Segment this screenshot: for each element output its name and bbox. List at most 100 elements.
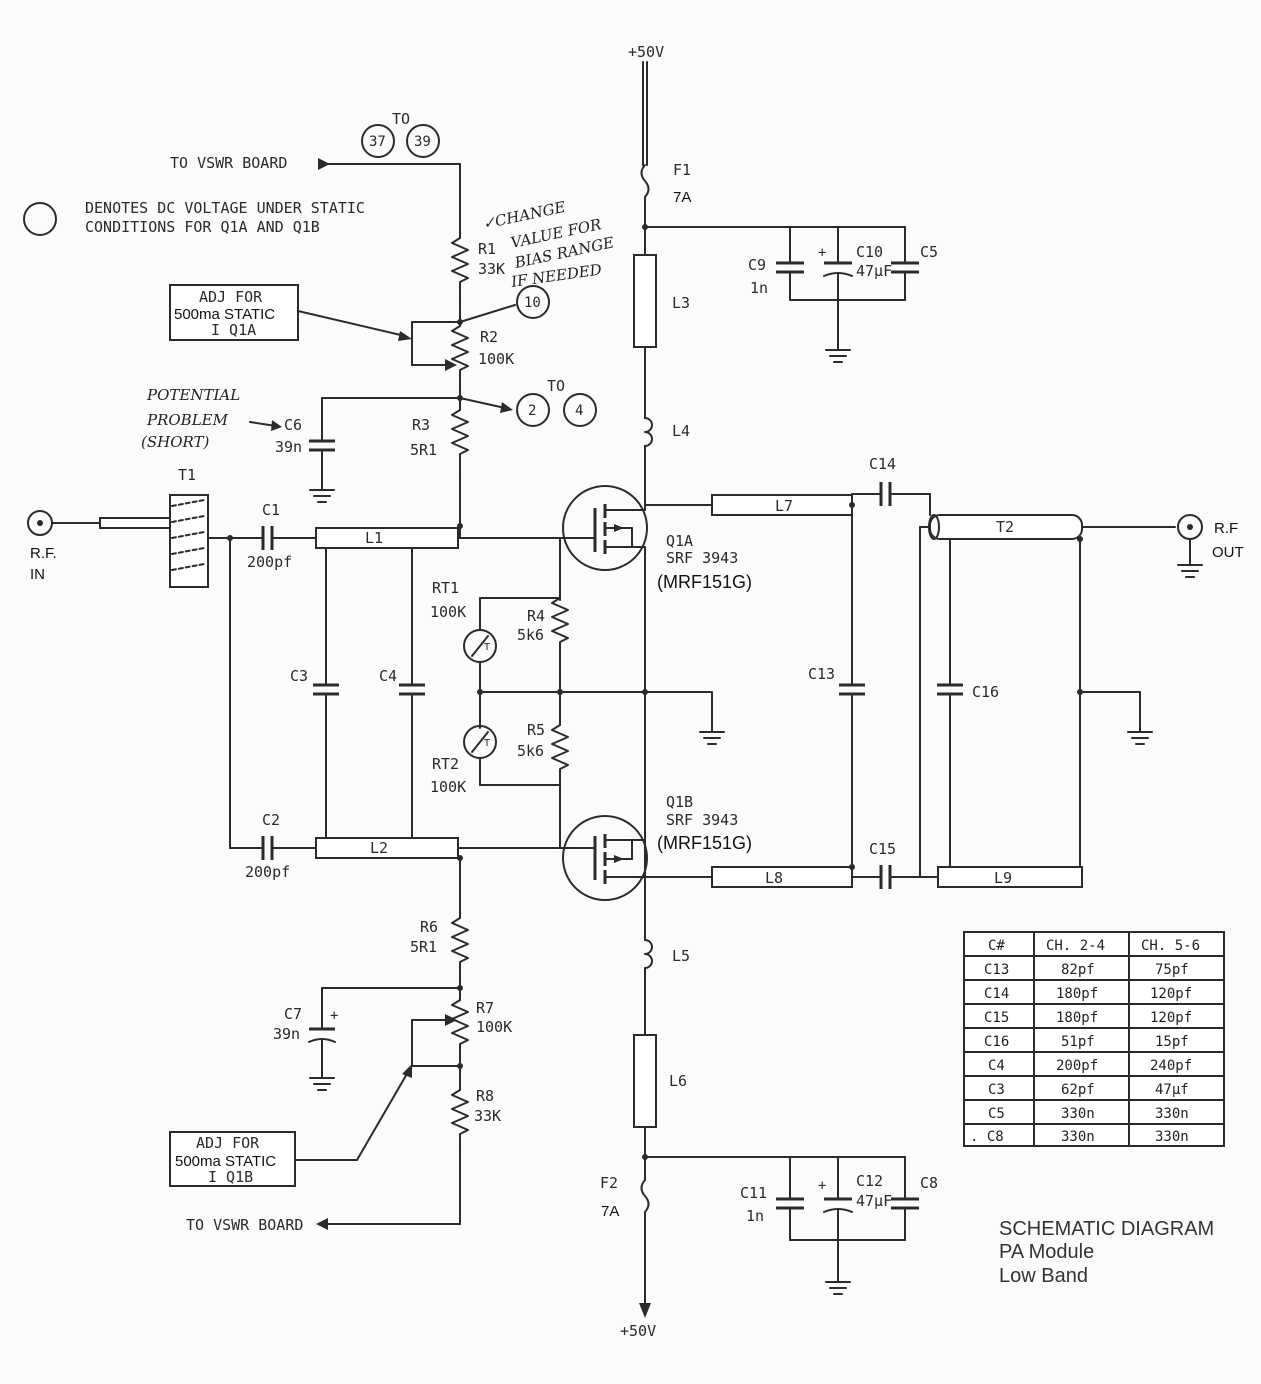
table-cell: C5 <box>988 1106 1005 1122</box>
note-circle-icon <box>23 202 57 236</box>
svg-text:T: T <box>484 642 490 653</box>
c7-plus: + <box>330 1008 338 1024</box>
q1b-symbol <box>562 815 648 901</box>
rt2-value: 100K <box>430 778 466 796</box>
supply-bottom-label: +50V <box>620 1322 656 1340</box>
inductor-l3 <box>633 254 657 348</box>
c7-label: C7 <box>284 1005 302 1023</box>
r2-label: R2 <box>480 328 498 346</box>
table-cell: 75pf <box>1155 962 1189 978</box>
resistor-r6 <box>451 917 469 983</box>
r4-value: 5k6 <box>517 626 544 644</box>
table-cell: C16 <box>984 1034 1009 1050</box>
r4-label: R4 <box>527 607 545 625</box>
c10-label: C10 <box>856 243 883 261</box>
c12-plus: + <box>818 1178 826 1194</box>
table-cell: 330n <box>1061 1129 1095 1145</box>
resistor-r5 <box>551 724 569 786</box>
top-decoupling: + C9 1n C10 47µF C5 <box>642 224 938 363</box>
f1-value: 7A <box>673 189 691 206</box>
note: DENOTES DC VOLTAGE UNDER STATIC CONDITIO… <box>23 199 365 236</box>
output-section: L7 C14 L8 C15 C13 T2 R.F <box>644 455 1244 889</box>
table-cell: 240pf <box>1150 1058 1192 1074</box>
table-cell: 82pf <box>1061 962 1095 978</box>
rf-out-label-1: R.F <box>1214 520 1238 537</box>
transistor-q1a: Q1A SRF 3943 (MRF151G) <box>562 485 752 693</box>
table-cell: 15pf <box>1155 1034 1189 1050</box>
inductor-l6 <box>633 1034 657 1128</box>
svg-text:T: T <box>484 738 490 749</box>
node-circle-10 <box>516 285 550 319</box>
input-section: R.F. IN T1 C1 200pf C2 200pf L1 L2 C3 <box>27 466 566 881</box>
c1-label: C1 <box>262 501 280 519</box>
adj-top-line1: ADJ FOR <box>199 288 263 306</box>
r3-value: 5R1 <box>410 441 437 459</box>
rt1-label: RT1 <box>432 579 459 597</box>
c12-label: C12 <box>856 1172 883 1190</box>
vswr-top-label: TO VSWR BOARD <box>170 154 287 172</box>
fuse-f1 <box>640 164 650 198</box>
t2-label: T2 <box>996 518 1014 536</box>
c15-label: C15 <box>869 840 896 858</box>
adj-top-line3: I Q1A <box>211 321 256 339</box>
caption-line2: PA Module <box>999 1241 1094 1263</box>
rf-in-label-1: R.F. <box>30 545 57 562</box>
c14-label: C14 <box>869 455 896 473</box>
q1a-symbol <box>562 485 648 571</box>
c11-value: 1n <box>746 1207 764 1225</box>
l3-label: L3 <box>672 294 690 312</box>
table-cell: 330n <box>1155 1106 1189 1122</box>
c16-label: C16 <box>972 683 999 701</box>
r2-value: 100K <box>478 350 514 368</box>
node-10: 10 <box>524 295 541 311</box>
c2-label: C2 <box>262 811 280 829</box>
capacitor-value-table: C# CH. 2-4 CH. 5-6 C13 82pf 75pf C14 180… <box>963 931 1225 1147</box>
resistor-r8 <box>451 1089 469 1153</box>
c8-label: C8 <box>920 1174 938 1192</box>
adj-bottom-line3: I Q1B <box>208 1168 253 1186</box>
vswr-bottom-label: TO VSWR BOARD <box>186 1216 303 1234</box>
table-cell: 47µf <box>1155 1082 1189 1098</box>
stripline-l1 <box>315 527 459 549</box>
stripline-l9 <box>937 866 1083 888</box>
rf-in-label-2: IN <box>30 566 45 583</box>
resistor-r7 <box>451 999 469 1065</box>
caption: SCHEMATIC DIAGRAM PA Module Low Band <box>999 1218 1214 1287</box>
rt1-value: 100K <box>430 603 466 621</box>
r8-label: R8 <box>476 1087 494 1105</box>
r6-label: R6 <box>420 918 438 936</box>
rt2-label: RT2 <box>432 755 459 773</box>
adj-box-bottom <box>169 1131 296 1187</box>
r3-label: R3 <box>412 416 430 434</box>
transformer-t1 <box>169 494 209 588</box>
table-cell: 200pf <box>1056 1058 1098 1074</box>
supply-rail: +50V F1 7A L3 L4 L5 L6 F2 7A +50V <box>600 43 691 1340</box>
f1-label: F1 <box>673 161 691 179</box>
q1b-alt: (MRF151G) <box>657 833 752 853</box>
supply-top-label: +50V <box>628 43 664 61</box>
gate-network: R4 5k6 R5 5k6 T T RT1 100K RT2 100K <box>430 537 725 849</box>
table-cell: C13 <box>984 962 1009 978</box>
fuse-f2 <box>640 1179 650 1213</box>
c6-value: 39n <box>275 438 302 456</box>
adj-top-line2: 500ma STATIC <box>174 306 275 323</box>
l8-label: L8 <box>765 869 783 887</box>
adj-bottom-line2: 500ma STATIC <box>175 1153 276 1170</box>
r5-value: 5k6 <box>517 742 544 760</box>
l2-label: L2 <box>370 839 388 857</box>
table-header-ch24: CH. 2-4 <box>1046 938 1105 954</box>
node-circle-4 <box>563 393 597 427</box>
c13-label: C13 <box>808 665 835 683</box>
q1b-part: SRF 3943 <box>666 811 738 829</box>
to-label-top: TO <box>392 110 410 128</box>
t1-label: T1 <box>178 466 196 484</box>
r1-label: R1 <box>478 240 496 258</box>
l5-label: L5 <box>672 947 690 965</box>
q1a-label: Q1A <box>666 532 693 550</box>
resistor-r1 <box>451 237 469 301</box>
f2-label: F2 <box>600 1174 618 1192</box>
c10-value: 47µF <box>856 262 892 280</box>
l9-label: L9 <box>994 869 1012 887</box>
table-cell: 330n <box>1061 1106 1095 1122</box>
